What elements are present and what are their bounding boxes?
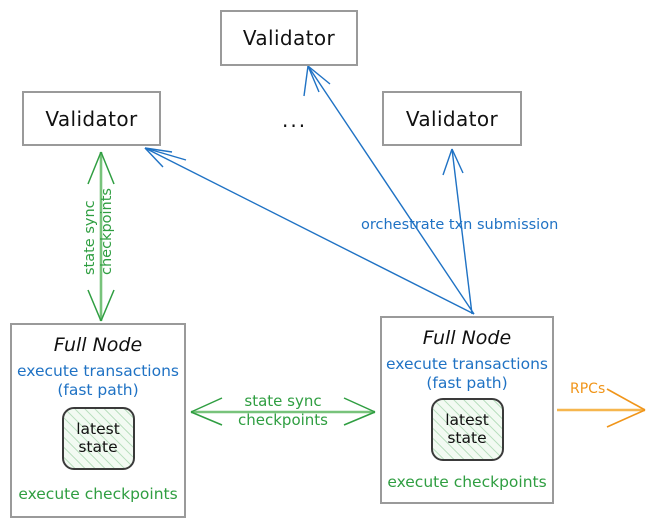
fullnode-right-state-line1: latest [445, 410, 489, 429]
fullnode-left-green-footer: execute checkpoints [18, 484, 178, 503]
fullnode-right-green-footer: execute checkpoints [387, 472, 547, 491]
fullnode-right-state-box[interactable]: latest state [430, 397, 504, 461]
edge-fullnode-to-validator-right [442, 148, 473, 315]
state-sync-vertical-line1: state sync [82, 200, 98, 275]
edge-rpcs [557, 388, 646, 428]
fullnode-left-blue-line1: execute transactions [16, 362, 180, 380]
validators-ellipsis: ... [282, 108, 308, 132]
fullnode-left-box[interactable]: Full Node execute transactions (fast pat… [10, 323, 186, 518]
fullnode-left-state-line2: state [78, 438, 118, 457]
fullnode-left-blue-text: execute transactions (fast path) [17, 362, 179, 400]
state-sync-vertical-line2: checkpoints [99, 188, 115, 275]
validator-top-box[interactable]: Validator [220, 10, 358, 66]
rpcs-label: RPCs [570, 381, 606, 397]
validator-left-label: Validator [45, 106, 138, 131]
validator-top-label: Validator [242, 26, 336, 50]
validator-right-label: Validator [405, 106, 499, 131]
fullnode-right-blue-line2: (fast path) [426, 373, 508, 392]
fullnode-right-state-line2: state [447, 429, 487, 448]
validator-left-box[interactable]: Validator [22, 91, 161, 146]
state-sync-middle-label: state sync checkpoints [222, 392, 344, 430]
edge-fullnode-to-validator-left [144, 147, 475, 315]
fullnode-left-state-box[interactable]: latest state [61, 406, 135, 470]
fullnode-right-blue-line1: execute transactions [385, 355, 549, 373]
fullnode-left-title: Full Node [53, 334, 143, 356]
state-sync-middle-line2: checkpoints [238, 410, 328, 429]
fullnode-left-blue-line2: (fast path) [57, 380, 139, 399]
edge-fullnode-to-validator-top [303, 65, 475, 315]
fullnode-left-state-line1: latest [76, 419, 120, 438]
fullnode-right-blue-text: execute transactions (fast path) [386, 355, 548, 393]
fullnode-right-title: Full Node [422, 327, 512, 349]
orchestrate-txn-submission-label: orchestrate txn submission [361, 217, 559, 233]
state-sync-middle-line1: state sync [244, 392, 322, 410]
edge-state-sync-middle [190, 397, 376, 426]
fullnode-right-box[interactable]: Full Node execute transactions (fast pat… [380, 316, 554, 504]
edge-state-sync-vertical [87, 151, 115, 322]
state-sync-vertical-label: state sync checkpoints [82, 188, 115, 275]
validator-right-box[interactable]: Validator [382, 91, 522, 146]
